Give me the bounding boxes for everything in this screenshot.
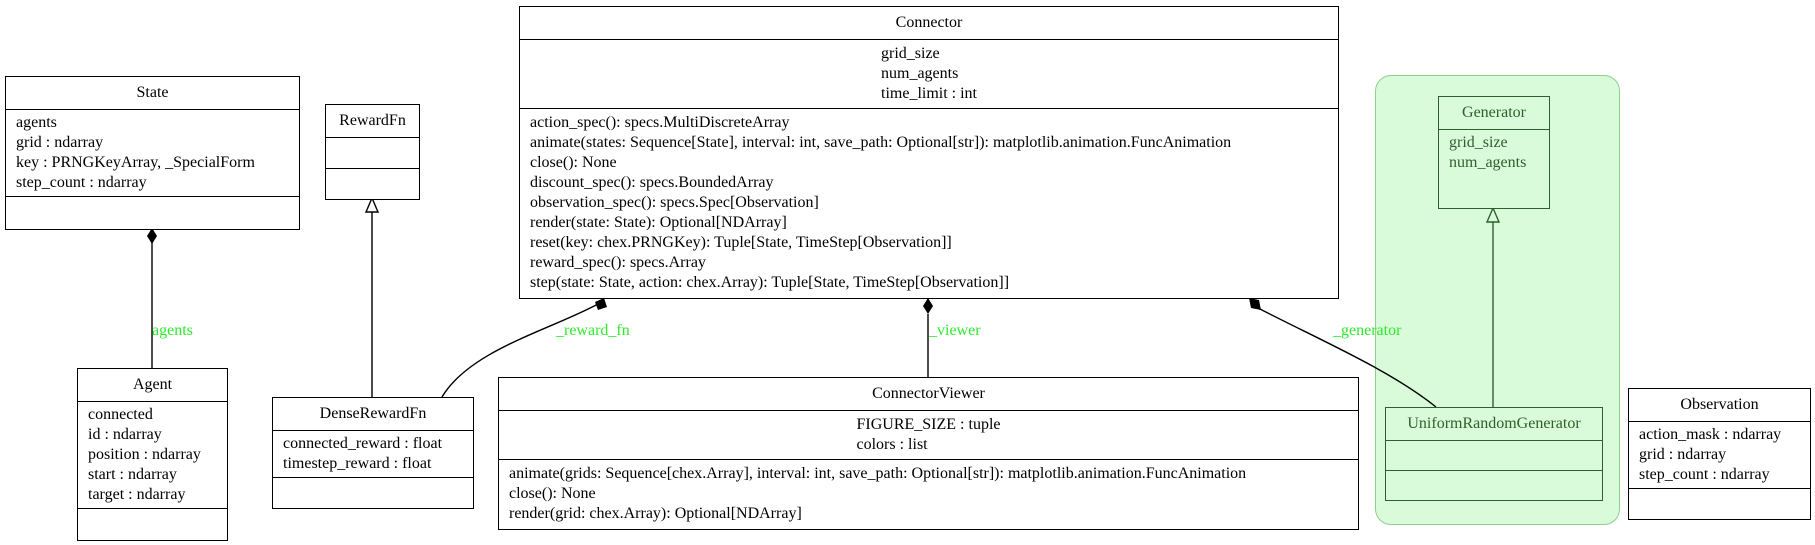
class-name: Observation (1680, 396, 1759, 413)
attributes-section: connected_reward : float timestep_reward… (273, 430, 473, 477)
class-reward-fn: RewardFn (325, 104, 420, 200)
method: step(state: State, action: chex.Array): … (530, 274, 1010, 291)
attributes-section (326, 137, 419, 168)
class-name: ConnectorViewer (872, 385, 985, 402)
composition-diamond-icon (923, 298, 933, 314)
method: reward_spec(): specs.Array (530, 254, 706, 271)
inheritance-arrow-icon (364, 196, 380, 213)
attribute: position : ndarray (88, 446, 201, 463)
attributes-section: connected id : ndarray position : ndarra… (78, 401, 227, 508)
edge-connector-generator (1257, 307, 1437, 408)
attribute: key : PRNGKeyArray, _SpecialForm (16, 154, 255, 171)
class-name: Generator (1462, 104, 1526, 121)
attributes-section: grid_size num_agents time_limit : int (520, 39, 1338, 108)
methods-section (78, 508, 227, 537)
attribute: step_count : ndarray (1639, 466, 1770, 483)
composition-diamond-icon (1249, 298, 1261, 310)
class-observation: Observation action_mask : ndarray grid :… (1628, 388, 1811, 520)
methods-section (326, 168, 419, 199)
class-dense-reward-fn: DenseRewardFn connected_reward : float t… (272, 397, 474, 509)
methods-section: action_spec(): specs.MultiDiscreteArray … (520, 108, 1338, 296)
methods-section (273, 477, 473, 506)
attribute: timestep_reward : float (283, 455, 432, 472)
attribute: start : ndarray (88, 466, 177, 483)
methods-section: animate(grids: Sequence[chex.Array], int… (499, 459, 1358, 527)
methods-section (6, 196, 299, 227)
method: close(): None (530, 154, 617, 171)
attributes-section: grid_size num_agents (1439, 129, 1549, 205)
edge-label-reward-fn: _reward_fn (556, 322, 630, 339)
attribute: connected (88, 406, 153, 423)
composition-diamond-icon (595, 298, 607, 310)
method: render(grid: chex.Array): Optional[NDArr… (509, 505, 802, 522)
attributes-section: agents grid : ndarray key : PRNGKeyArray… (6, 109, 299, 196)
inheritance-arrow-icon (1485, 206, 1501, 223)
attribute: grid_size (1449, 134, 1508, 151)
edge-connector-rewardfn (441, 303, 599, 398)
edge-label-generator: _generator (1333, 322, 1402, 339)
methods-section (1629, 488, 1810, 518)
class-connector-viewer: ConnectorViewer FIGURE_SIZE : tuple colo… (498, 377, 1359, 530)
attribute: action_mask : ndarray (1639, 426, 1782, 443)
attribute: time_limit : int (881, 85, 977, 102)
method: animate(grids: Sequence[chex.Array], int… (509, 465, 1247, 482)
class-generator: Generator grid_size num_agents (1438, 96, 1550, 209)
class-uniform-random-generator: UniformRandomGenerator (1385, 407, 1603, 501)
attribute: connected_reward : float (283, 435, 443, 452)
composition-diamond-icon (147, 228, 157, 244)
method: observation_spec(): specs.Spec[Observati… (530, 194, 819, 211)
method: animate(states: Sequence[State], interva… (530, 134, 1232, 151)
class-name: DenseRewardFn (319, 405, 427, 422)
method: action_spec(): specs.MultiDiscreteArray (530, 114, 790, 131)
attribute: target : ndarray (88, 486, 186, 503)
attribute: grid : ndarray (16, 134, 104, 151)
attributes-section: FIGURE_SIZE : tuple colors : list (499, 410, 1358, 459)
attribute: step_count : ndarray (16, 174, 147, 191)
class-state: State agents grid : ndarray key : PRNGKe… (5, 76, 300, 230)
edge-label-viewer: _viewer (929, 322, 981, 339)
class-name: Connector (895, 14, 963, 31)
attribute: grid_size (881, 45, 940, 62)
methods-section (1386, 470, 1602, 500)
attribute: colors : list (856, 436, 928, 453)
class-agent: Agent connected id : ndarray position : … (77, 368, 228, 541)
attribute: num_agents (881, 65, 959, 82)
attribute: agents (16, 114, 57, 131)
class-name: UniformRandomGenerator (1407, 415, 1581, 432)
edge-label-agents: agents (152, 322, 193, 339)
attribute: num_agents (1449, 154, 1527, 171)
class-name: RewardFn (339, 112, 406, 129)
class-connector: Connector grid_size num_agents time_limi… (519, 6, 1339, 299)
method: reset(key: chex.PRNGKey): Tuple[State, T… (530, 234, 952, 251)
method: close(): None (509, 485, 596, 502)
attribute: id : ndarray (88, 426, 162, 443)
attribute: FIGURE_SIZE : tuple (856, 416, 1001, 433)
class-name: State (136, 84, 169, 101)
attributes-section (1386, 440, 1602, 470)
method: render(state: State): Optional[NDArray] (530, 214, 787, 231)
attribute: grid : ndarray (1639, 446, 1727, 463)
method: discount_spec(): specs.BoundedArray (530, 174, 774, 191)
attributes-section: action_mask : ndarray grid : ndarray ste… (1629, 421, 1810, 488)
class-name: Agent (132, 376, 173, 393)
